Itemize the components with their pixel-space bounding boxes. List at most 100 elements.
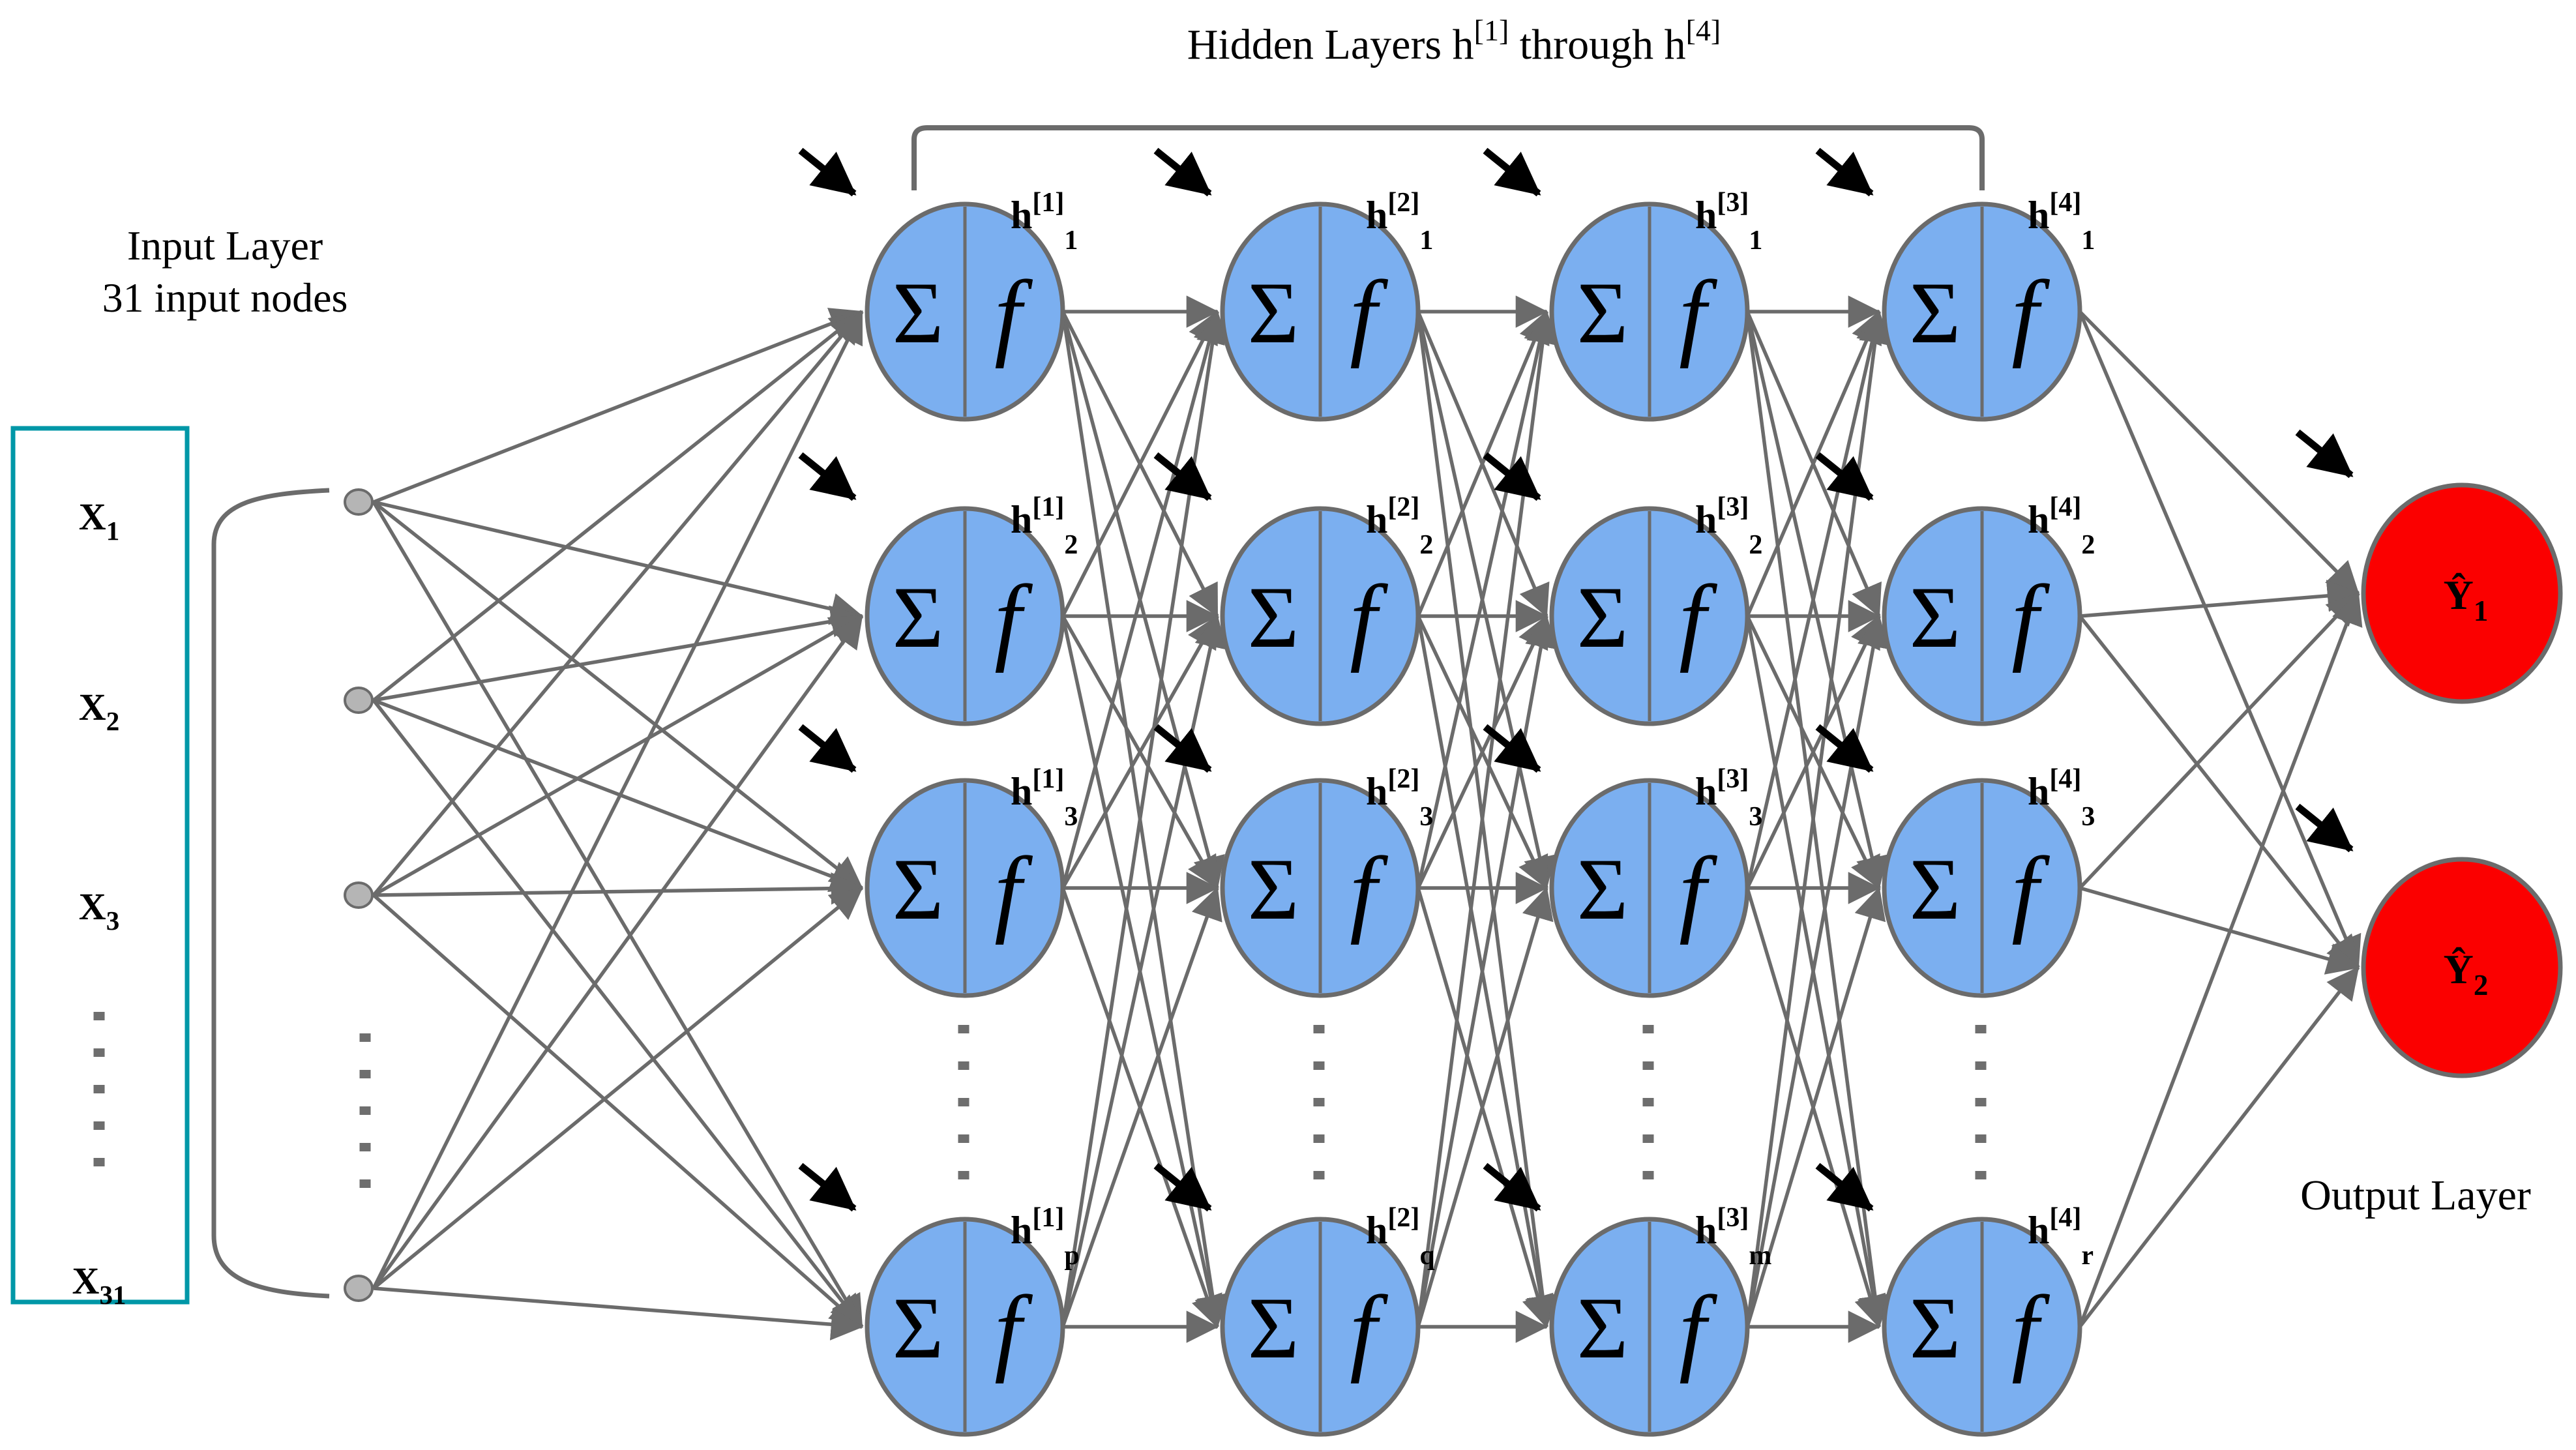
bias-arrow-h3-2 xyxy=(1483,452,1541,501)
input-feature-label-x3: X3 xyxy=(79,885,119,936)
edge xyxy=(1745,310,1882,617)
hidden-node-label-h1-1: h[1]1 xyxy=(1011,188,1078,256)
hidden-node-label-h2-4: h[2]q xyxy=(1366,1203,1435,1271)
hidden-node-label-h1-3: h[1]3 xyxy=(1011,764,1078,832)
input-node-3 xyxy=(344,881,374,909)
hidden-node-label-h1-2: h[1]2 xyxy=(1011,492,1078,560)
edge xyxy=(372,310,864,896)
sum-symbol: Σ xyxy=(1910,841,1961,938)
edge xyxy=(2079,580,2360,618)
hidden-node-label-h4-4: h[4]r xyxy=(2028,1203,2094,1271)
sum-symbol: Σ xyxy=(893,569,944,666)
sum-symbol: Σ xyxy=(1910,265,1961,362)
output-node-y1 xyxy=(2361,482,2563,704)
hidden-node-label-h3-4: h[3]m xyxy=(1695,1203,1771,1271)
sum-symbol: Σ xyxy=(1910,569,1961,666)
edge xyxy=(372,615,864,1290)
bias-arrow-h4-4 xyxy=(1815,1162,1874,1212)
hidden-node-label-h3-3: h[3]3 xyxy=(1695,764,1762,832)
edge xyxy=(373,500,864,625)
sum-symbol: Σ xyxy=(1248,1280,1299,1377)
bias-arrow-h1-1 xyxy=(798,147,857,197)
bias-arrow-h1-3 xyxy=(798,724,857,773)
sum-symbol: Σ xyxy=(1910,1280,1961,1377)
sum-symbol: Σ xyxy=(1577,265,1629,362)
edge xyxy=(1061,310,1225,889)
output-layer-heading: Output Layer xyxy=(2300,1172,2531,1219)
hidden-layers-bracket xyxy=(911,125,1985,190)
diagram-title: Hidden Layers h[1] through h[4] xyxy=(1187,14,1721,68)
sum-symbol: Σ xyxy=(893,1280,944,1377)
edge xyxy=(1416,310,1550,617)
text-labels: h[1]1 h[1]2 h[1]3 h[1]p h[2]1 h[2]2 h[2]3 h[2]q… xyxy=(72,14,2531,1310)
edge xyxy=(372,501,864,1328)
bias-arrow-h3-4 xyxy=(1483,1162,1541,1212)
edge xyxy=(372,310,863,702)
edge xyxy=(2079,592,2360,889)
bias-arrow-h3-1 xyxy=(1483,147,1541,197)
edge xyxy=(1061,886,1222,1327)
edge xyxy=(1416,615,1548,889)
input-node-1 xyxy=(344,488,374,516)
hidden-node-label-h4-3: h[4]3 xyxy=(2028,764,2095,832)
output-node-label-y2: Ŷ2 xyxy=(2444,946,2489,1001)
edge xyxy=(2078,310,2361,969)
annotations xyxy=(10,125,1987,1305)
edge xyxy=(372,614,863,897)
input-node-2 xyxy=(344,687,374,714)
edge xyxy=(373,872,864,905)
edge xyxy=(1061,310,1219,617)
bias-arrow-y2 xyxy=(2295,803,2354,853)
edge xyxy=(1745,886,1886,1327)
hidden-node-label-h4-2: h[4]2 xyxy=(2028,492,2095,560)
hidden-node-label-h3-2: h[3]2 xyxy=(1695,492,1762,560)
edge xyxy=(373,698,864,893)
sum-symbol: Σ xyxy=(1577,841,1629,938)
edge xyxy=(372,310,864,1290)
edge xyxy=(373,1286,864,1340)
edge xyxy=(1745,310,1888,889)
bias-arrow-h3-3 xyxy=(1483,724,1541,773)
bias-arrow-h2-2 xyxy=(1153,452,1212,501)
input-feature-label-x1: X1 xyxy=(79,496,119,546)
input-feature-label-x4: X31 xyxy=(72,1260,126,1310)
sum-symbol: Σ xyxy=(1248,265,1299,362)
hidden-node-label-h2-1: h[2]1 xyxy=(1366,188,1433,256)
edge xyxy=(372,500,863,890)
sum-symbol: Σ xyxy=(1577,569,1629,666)
sum-symbol: Σ xyxy=(1248,841,1299,938)
input-group-brace xyxy=(211,488,330,1299)
sum-symbol: Σ xyxy=(893,265,944,362)
input-feature-label-x2: X2 xyxy=(79,686,119,736)
bias-arrow-h1-2 xyxy=(798,452,857,501)
bias-arrow-h4-1 xyxy=(1815,147,1874,197)
edge xyxy=(373,308,864,504)
edge xyxy=(2078,615,2360,969)
hidden-node-label-h2-3: h[2]3 xyxy=(1366,764,1433,832)
edge xyxy=(372,886,863,1290)
hidden-node-label-h1-4: h[1]p xyxy=(1011,1203,1080,1271)
bias-arrow-h2-3 xyxy=(1153,724,1212,773)
sum-symbol: Σ xyxy=(893,841,944,938)
bias-arrow-h2-1 xyxy=(1153,147,1212,197)
bias-arrow-y1 xyxy=(2295,429,2354,479)
edge xyxy=(2079,310,2360,595)
input-node-count: 31 input nodes xyxy=(102,274,348,321)
edge xyxy=(372,893,863,1329)
output-node-y2 xyxy=(2361,857,2563,1078)
edge xyxy=(2078,966,2360,1328)
input-node-4 xyxy=(344,1275,374,1302)
input-layer-heading: Input Layer xyxy=(127,222,323,269)
edge xyxy=(2079,886,2360,975)
sum-symbol: Σ xyxy=(1577,1280,1629,1377)
edge xyxy=(372,699,864,1328)
bias-arrow-h1-4 xyxy=(798,1162,857,1212)
hidden-node-label-h2-2: h[2]2 xyxy=(1366,492,1433,560)
edge xyxy=(1745,615,1881,889)
edge xyxy=(2078,591,2363,1327)
edge xyxy=(1416,886,1554,1327)
bias-arrow-h4-2 xyxy=(1815,452,1874,501)
